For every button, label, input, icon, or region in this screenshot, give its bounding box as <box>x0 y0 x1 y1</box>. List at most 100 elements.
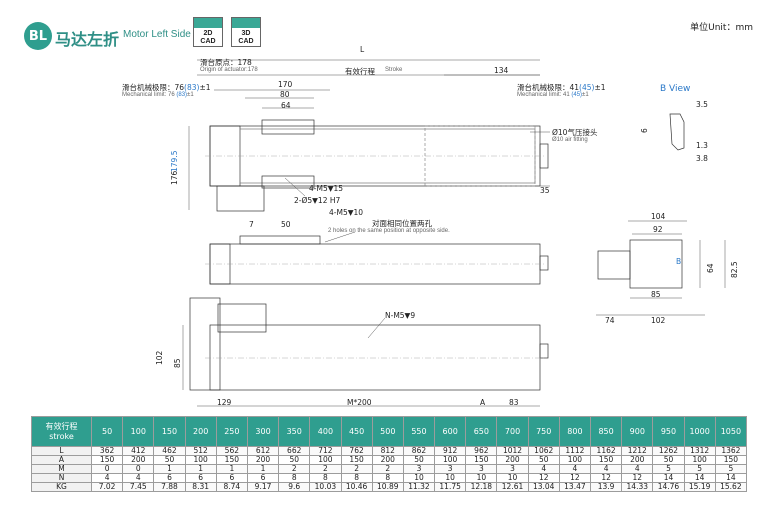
leader-holes <box>324 231 356 243</box>
dim-label-179-5: 179.5 <box>170 150 179 172</box>
b-view-dim-3-5: 3.5 <box>696 100 708 109</box>
side-view-slider <box>239 235 321 245</box>
mech-right-value: 滑台机械极限：41 <box>517 83 580 92</box>
end-view-dim-74: 74 <box>605 316 615 325</box>
table-cell: 10.03 <box>309 482 342 492</box>
cad-3d-label: 3D <box>241 30 251 37</box>
mech-right-tol: ±1 <box>594 83 606 92</box>
thread-label-m5-15: 4-M5▼15 <box>309 184 344 193</box>
bottom-view-end <box>189 297 221 391</box>
stroke-header-cn: 有效行程 <box>45 421 78 431</box>
stroke-header-value: 300 <box>246 416 280 447</box>
stroke-header-en: stroke <box>49 431 74 441</box>
cad-2d-tab <box>194 18 222 28</box>
cad-2d-sublabel: CAD <box>200 38 216 45</box>
end-view-b-marker: B <box>676 257 682 266</box>
stroke-header-value: 800 <box>558 416 592 447</box>
end-view-dim-82-5: 82.5 <box>730 261 739 278</box>
unit-label: 单位Unit：mm <box>690 23 753 33</box>
table-cell: 15.19 <box>683 482 716 492</box>
dim-label-176: 176 <box>170 170 179 185</box>
dim-label-7: 7 <box>249 220 254 229</box>
table-cell: 8.74 <box>215 482 248 492</box>
page-title-cn: 马达左折 <box>55 30 120 49</box>
table-cell: 12.61 <box>496 482 529 492</box>
dim-label-L: L <box>360 45 365 54</box>
holes-label-cn: 对面相同位置两孔 <box>372 219 432 228</box>
table-cell: 8.31 <box>184 482 217 492</box>
table-cell: 14.33 <box>621 482 654 492</box>
end-view-dim-64: 64 <box>706 263 715 273</box>
table-cell: 10.89 <box>371 482 404 492</box>
page-title-en: Motor Left Side <box>123 29 191 40</box>
dim-label-85: 85 <box>173 358 182 368</box>
mech-left-value: 滑台机械极限：76 <box>122 83 185 92</box>
dim-label-a: A <box>480 398 486 407</box>
dim-label-134: 134 <box>494 66 509 75</box>
stroke-header-value: 550 <box>402 416 436 447</box>
origin-label-en: Origin of actuator:178 <box>200 67 258 73</box>
thread-label-n-m5: N-M5▼9 <box>385 311 416 320</box>
b-view-dim-3-8: 3.8 <box>696 154 708 163</box>
stroke-header-value: 450 <box>340 416 373 447</box>
dim-label-102: 102 <box>155 350 164 365</box>
mech-right-alt: (45) <box>579 83 595 92</box>
mech-right-en-alt: (45) <box>571 92 583 98</box>
stroke-header-value: 600 <box>434 416 467 447</box>
dim-label-129: 129 <box>217 398 232 407</box>
stroke-header-value: 750 <box>527 416 560 447</box>
table-cell: 10.46 <box>340 482 373 492</box>
stroke-header-value: 350 <box>278 416 311 447</box>
cad-2d-button[interactable]: 2D CAD <box>193 17 223 47</box>
stroke-label-cn: 有效行程 <box>345 67 375 76</box>
thread-label-m5-10: 4-M5▼10 <box>329 208 364 217</box>
table-cell: 7.45 <box>122 482 155 492</box>
end-view-dim-104: 104 <box>651 212 666 221</box>
stroke-header-value: 200 <box>184 416 217 447</box>
pin-label: 2-Ø5▼12 H7 <box>294 196 341 205</box>
mech-limit-right-en: Mechanical limit: 41 (45)±1 <box>517 92 589 98</box>
table-cell: 9.6 <box>278 482 311 492</box>
table-cell: 11.75 <box>434 482 467 492</box>
dim-label-80: 80 <box>280 90 290 99</box>
b-view-title: B View <box>660 84 691 94</box>
stroke-header-value: 850 <box>589 416 623 447</box>
air-fitting-side <box>539 255 549 271</box>
dim-label-64: 64 <box>281 101 291 110</box>
table-cell: 13.47 <box>558 482 592 492</box>
holes-label-en: 2 holes on the same position at opposite… <box>328 228 450 234</box>
stroke-label-en: Stroke <box>385 67 403 73</box>
table-cell: 7.02 <box>90 482 124 492</box>
mech-left-en-tol: ±1 <box>187 92 194 98</box>
end-view-motor <box>597 250 631 280</box>
b-view-profile <box>669 113 685 151</box>
stroke-header-value: 650 <box>465 416 498 447</box>
dim-label-35: 35 <box>540 186 550 195</box>
stroke-header-value: 50 <box>90 416 124 447</box>
bottom-view-body <box>209 324 541 391</box>
table-cell: 15.62 <box>714 482 748 492</box>
technical-drawing <box>182 59 726 407</box>
end-view-dim-102: 102 <box>651 316 666 325</box>
dim-label-50: 50 <box>281 220 291 229</box>
leader-m5-15 <box>284 177 306 197</box>
bottom-view-motor <box>217 303 267 333</box>
stroke-header-value: 900 <box>621 416 654 447</box>
stroke-header-value: 700 <box>496 416 529 447</box>
b-view-dim-1-3: 1.3 <box>696 141 708 150</box>
cad-3d-tab <box>232 18 260 28</box>
mech-limit-right-cn: 滑台机械极限：41(45)±1 <box>517 82 606 93</box>
stroke-header-value: 100 <box>122 416 155 447</box>
cad-3d-button[interactable]: 3D CAD <box>231 17 261 47</box>
table-cell: 7.88 <box>153 482 186 492</box>
table-cell: 9.17 <box>246 482 280 492</box>
mech-left-alt: (83) <box>184 83 200 92</box>
mech-left-tol: ±1 <box>199 83 211 92</box>
table-cell: 13.9 <box>589 482 623 492</box>
mech-right-en-value: Mechanical limit: 41 <box>517 92 570 98</box>
air-fitting-label-en: Ø10 air fitting <box>552 137 588 143</box>
stroke-header-value: 500 <box>371 416 404 447</box>
